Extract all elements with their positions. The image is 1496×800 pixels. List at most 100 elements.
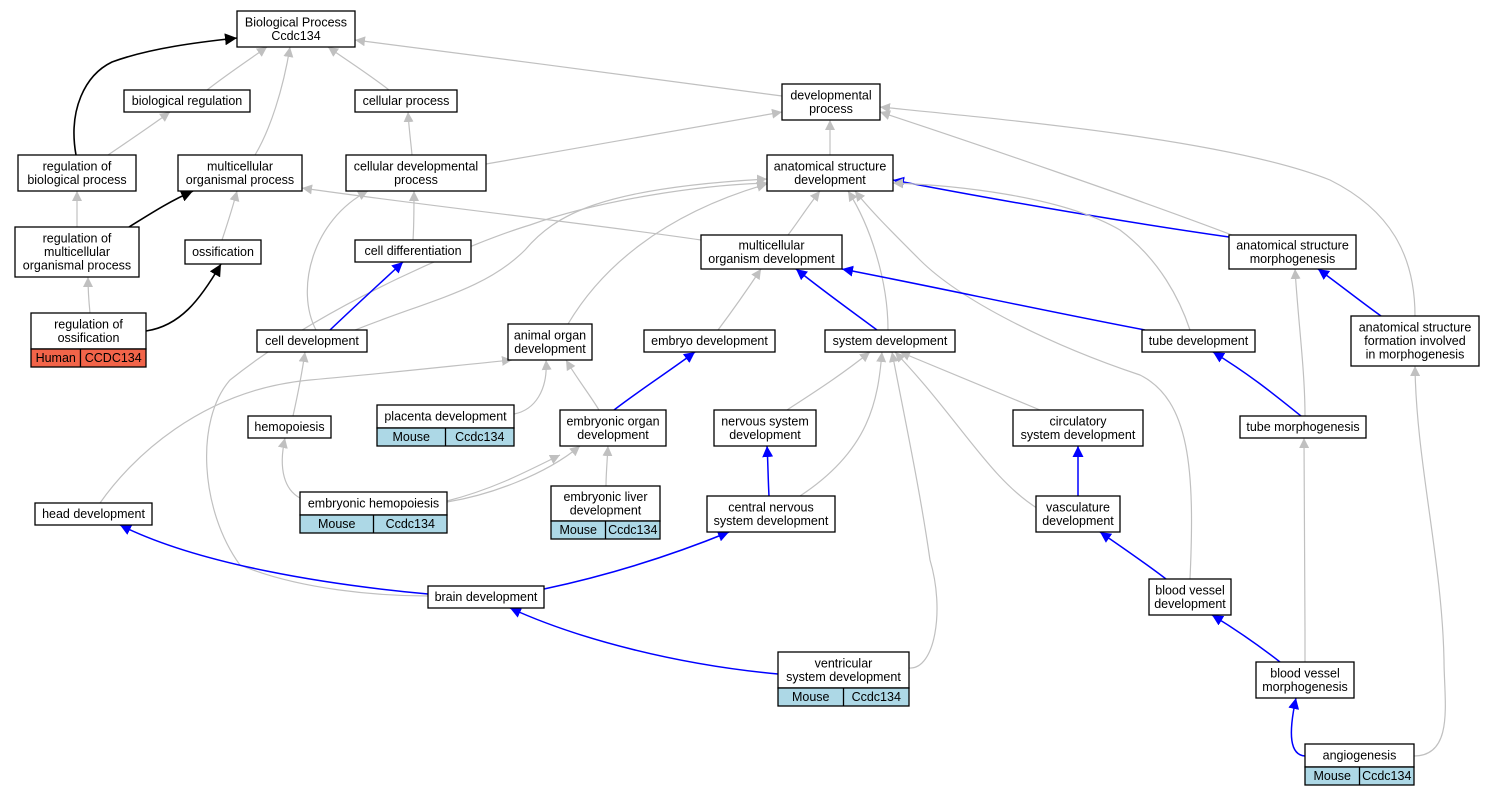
term-box: [559, 409, 667, 447]
edge-bioreg-is_a-bp: [206, 46, 268, 91]
term-label-line: developmental: [790, 88, 871, 102]
term-label-line: embryo development: [651, 334, 768, 348]
term-box: [1035, 495, 1121, 533]
edge-placenta-is_a-animalorg: [513, 359, 552, 415]
annotation-row: [30, 348, 147, 368]
term-label-line: organism development: [708, 252, 835, 266]
edge-nervous-is_a-sysdev: [786, 351, 871, 411]
edge-celldevproc-is_a-cellproc: [403, 111, 414, 156]
term-label-line: Biological Process: [245, 15, 347, 29]
annotation-organism: Mouse: [392, 430, 430, 444]
edge-celldevproc-is_a-devproc: [485, 108, 783, 165]
edge-celldev-is_a-asd: [354, 174, 768, 331]
term-box: [643, 329, 776, 353]
term-box: [354, 239, 472, 263]
term-label-line: embryonic hemopoiesis: [308, 497, 439, 511]
term-label-line: regulation of: [43, 159, 112, 173]
term-label-line: cell differentiation: [364, 244, 461, 258]
term-box: [1350, 315, 1480, 367]
term-label-line: brain development: [435, 590, 538, 604]
term-box: [824, 329, 956, 353]
term-node-brain[interactable]: brain development: [427, 585, 545, 609]
term-box: [256, 329, 368, 353]
term-label-line: regulation of: [54, 317, 123, 331]
term-node-celldev[interactable]: cell development: [256, 329, 368, 353]
term-node-headdev[interactable]: head development: [34, 502, 153, 526]
term-box: [781, 83, 881, 121]
edge-brain-is_a-asd: [206, 178, 768, 597]
annotation-gene: Ccdc134: [852, 690, 901, 704]
term-node-bioreg[interactable]: biological regulation: [123, 89, 251, 113]
term-label-line: system development: [1021, 428, 1136, 442]
term-node-celldiff[interactable]: cell differentiation: [354, 239, 472, 263]
term-node-cellproc[interactable]: cellular process: [354, 89, 458, 113]
term-label-line: blood vessel: [1155, 583, 1225, 597]
edge-regbp-is_a-bioreg: [107, 111, 171, 156]
term-label-line: in morphogenesis: [1366, 348, 1465, 362]
edge-multiorg-is_a-bp: [254, 46, 294, 156]
annotation-gene: CCDC134: [85, 351, 142, 365]
term-label-line: system development: [714, 514, 829, 528]
edge-embhemo-is_a-animalorg: [446, 454, 561, 502]
term-node-sysdev[interactable]: system development: [824, 329, 956, 353]
edge-headdev-is_a-animalorg: [99, 355, 513, 504]
term-node-tubedev[interactable]: tube development: [1141, 329, 1256, 353]
edge-embliver-is_a-embryoorg: [602, 445, 613, 487]
edge-celldiff-is_a-celldevproc: [408, 190, 419, 241]
term-label-line: anatomical structure: [1359, 321, 1472, 335]
term-label-line: cellular developmental: [354, 159, 478, 173]
term-label-line: development: [729, 428, 801, 442]
term-node-embryodev[interactable]: embryo development: [643, 329, 776, 353]
term-label-line: biological process: [27, 173, 126, 187]
edge-tubedev-part_of-multidev: [841, 265, 1146, 331]
term-node-ossif[interactable]: ossification: [184, 239, 262, 265]
term-label-line: morphogenesis: [1262, 680, 1347, 694]
term-label-line: formation involved: [1364, 334, 1465, 348]
term-label-line: development: [794, 173, 866, 187]
term-node-hemo[interactable]: hemopoiesis: [247, 415, 332, 439]
edge-bvdev-part_of-vasc: [1099, 531, 1167, 580]
term-box: [17, 154, 137, 192]
edge-angio-part_of-bvmorph: [1288, 697, 1306, 757]
edge-multidev-is_a-multiorg: [301, 184, 702, 241]
edge-brain-part_of-cns: [543, 531, 730, 590]
annotation-organism: Mouse: [318, 517, 356, 531]
term-label-line: cellular process: [363, 94, 450, 108]
term-label-line: cell development: [265, 334, 359, 348]
edge-angio-is_a-asfim: [1410, 365, 1446, 757]
term-label-line: process: [809, 102, 853, 116]
term-label-line: organismal process: [23, 259, 131, 273]
term-box: [507, 323, 593, 361]
term-node-tubemorph[interactable]: tube morphogenesis: [1239, 415, 1367, 439]
term-label-line: multicellular: [739, 238, 805, 252]
edge-tubedev-is_a-asd: [892, 178, 1191, 331]
term-box: [14, 226, 140, 278]
term-label-line: system development: [833, 334, 948, 348]
term-box: [1012, 409, 1144, 447]
